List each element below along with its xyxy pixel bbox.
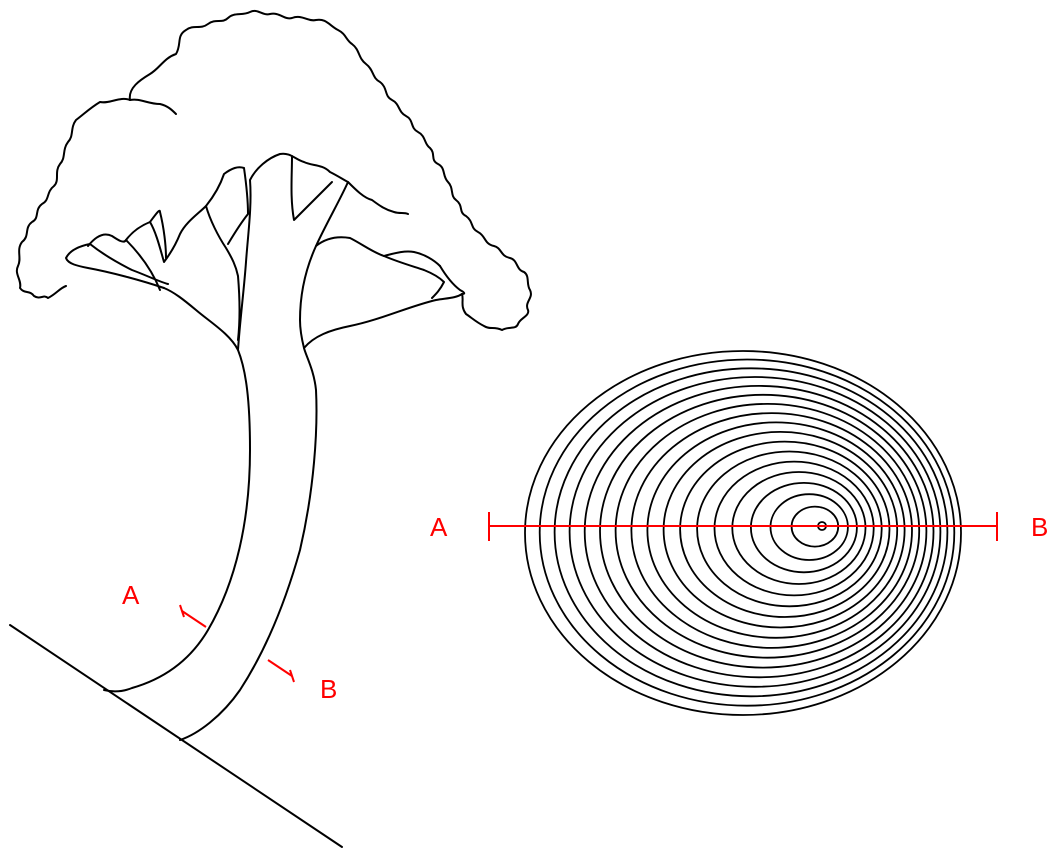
growth-ring <box>568 376 942 688</box>
tree-branch-right-twig <box>383 250 441 267</box>
tree-canopy-left <box>15 97 131 299</box>
growth-ring <box>538 358 956 707</box>
tree-canopy-right-edge <box>347 181 409 215</box>
growth-ring <box>750 481 858 574</box>
cross-section-measure-line <box>488 512 998 541</box>
ground-slope-line <box>9 624 343 848</box>
growth-ring <box>662 431 899 629</box>
tree-branch-right <box>315 236 445 299</box>
tree-branch-left-twig <box>149 209 167 259</box>
growth-ring <box>614 402 921 659</box>
growth-ring <box>553 367 949 698</box>
tree-label-a: A <box>122 580 140 610</box>
tree-trunk-left-edge <box>103 287 251 693</box>
tree-branch-far-right <box>439 265 466 295</box>
tree-branch-left-main <box>65 243 169 289</box>
growth-ring <box>731 471 867 585</box>
tree-label-b: B <box>320 674 337 704</box>
tree-canopy <box>128 9 532 331</box>
tree-branch-mid-left <box>205 166 249 245</box>
cross-section-rings <box>524 350 962 716</box>
growth-ring <box>599 393 928 669</box>
tree-branch-center <box>237 152 349 351</box>
growth-ring <box>679 440 891 618</box>
growth-ring <box>524 350 962 716</box>
tree-canopy-mid-edge <box>87 233 127 247</box>
growth-ring <box>696 450 883 608</box>
cross-section-label-a: A <box>430 512 448 542</box>
growth-ring <box>769 493 849 561</box>
tree-branch-inner-fork <box>290 155 333 221</box>
tree-measure-b <box>267 659 295 683</box>
cross-section-label-b: B <box>1031 512 1048 542</box>
growth-ring <box>583 384 935 679</box>
tree-measure-a <box>179 604 207 628</box>
growth-ring <box>630 412 913 649</box>
growth-ring <box>646 421 906 639</box>
growth-ring <box>713 460 875 597</box>
tree-canopy-inner <box>129 98 177 115</box>
tree-trunk-right-edge <box>179 293 463 741</box>
tree-branch-left-upper <box>125 205 241 341</box>
